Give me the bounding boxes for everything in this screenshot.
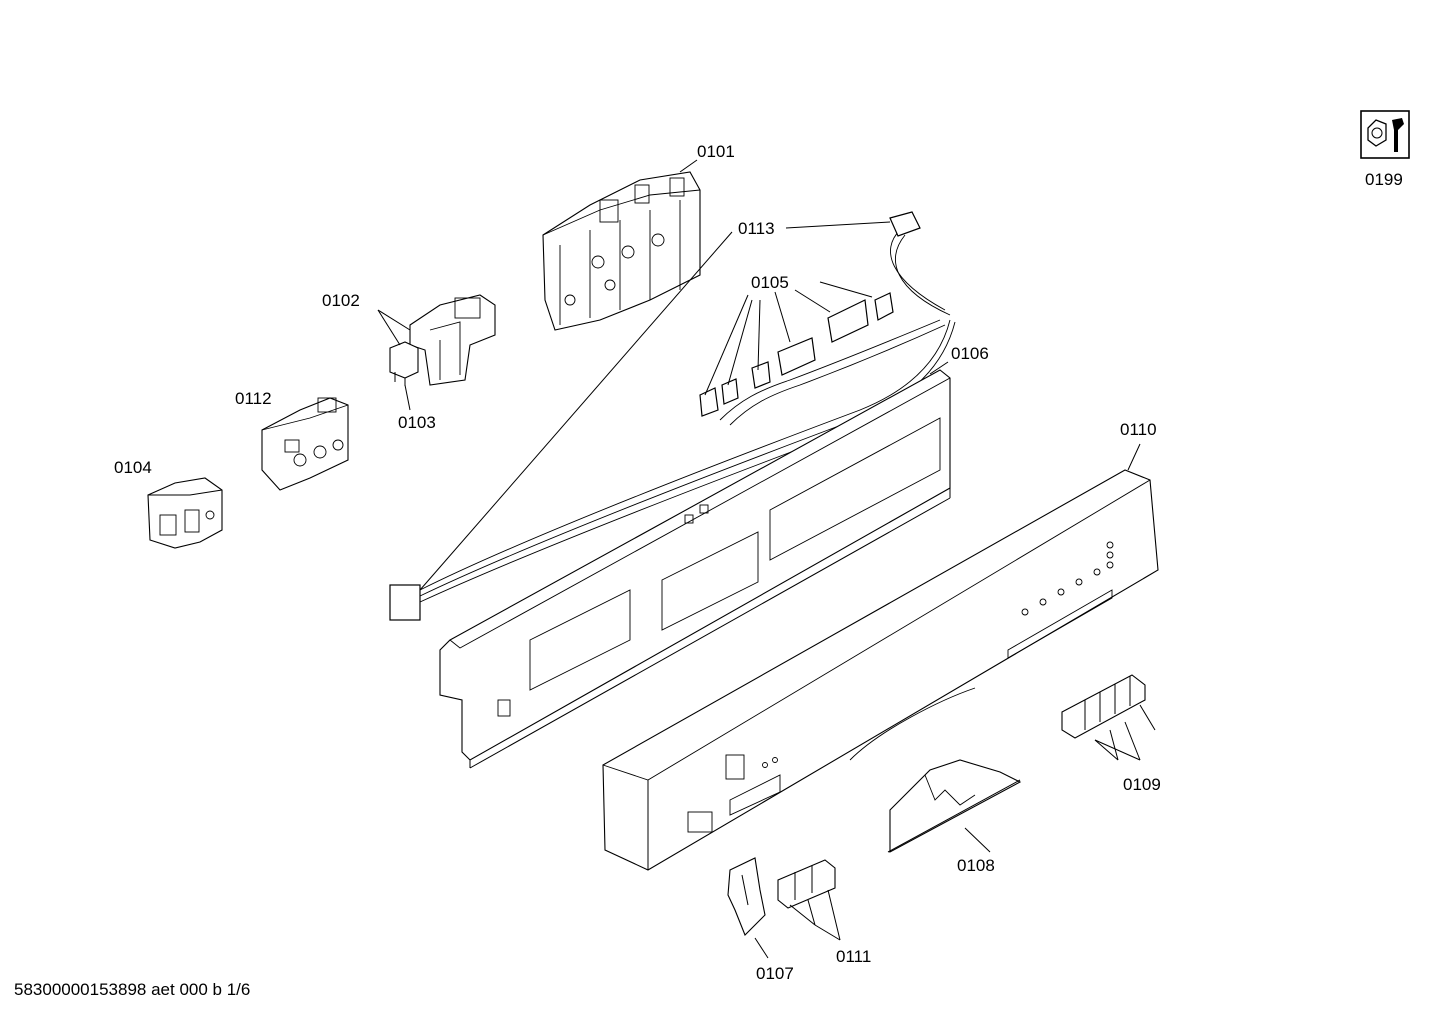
label-0106: 0106 [951, 344, 989, 363]
label-0107: 0107 [756, 964, 794, 983]
label-0199: 0199 [1365, 170, 1403, 189]
label-0112: 0112 [235, 389, 272, 408]
label-0105: 0105 [751, 273, 789, 292]
part-0111-buttons [777, 859, 836, 909]
label-0101: 0101 [697, 142, 735, 161]
part-0107-clip [727, 857, 766, 936]
label-0103: 0103 [398, 413, 436, 432]
part-0110-front-fascia [602, 469, 1159, 871]
label-0109: 0109 [1123, 775, 1161, 794]
label-0102: 0102 [322, 291, 360, 310]
label-0111: 0111 [836, 947, 871, 966]
nut-and-wrench-icon [1360, 110, 1410, 159]
part-0101-control-module [542, 171, 701, 331]
part-0113-wiring-harness [389, 211, 956, 621]
part-0106-panel-frame [439, 369, 951, 769]
part-0102-bracket [409, 294, 496, 386]
label-0108: 0108 [957, 856, 995, 875]
part-0103-relay [389, 341, 419, 386]
part-0108-handle [887, 759, 1022, 853]
label-0113: 0113 [738, 219, 775, 238]
part-0105-connectors [699, 292, 894, 417]
document-id-footer: 58300000153898 aet 000 b 1/6 [14, 980, 251, 999]
part-0112-module [261, 397, 349, 491]
part-0109-buttons [1061, 674, 1146, 739]
part-0104-module [147, 477, 223, 549]
label-0104: 0104 [114, 458, 152, 477]
label-0110: 0110 [1120, 420, 1157, 439]
leader-lines [377, 159, 1156, 959]
